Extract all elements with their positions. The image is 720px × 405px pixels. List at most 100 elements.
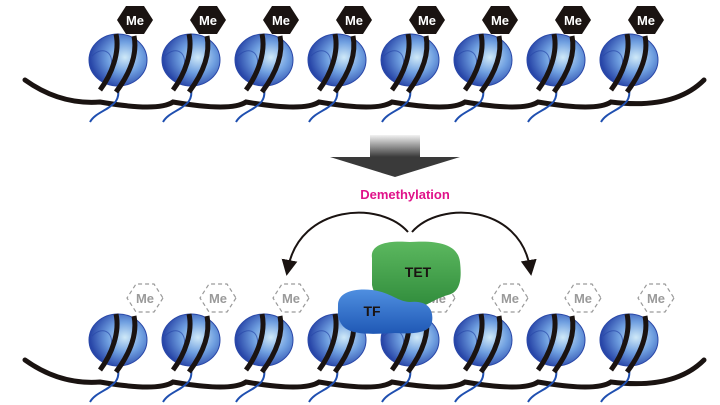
histone-tail: [308, 87, 339, 123]
nucleosome: [161, 33, 221, 123]
dna-wrap: [624, 35, 649, 94]
dna-wrap: [462, 33, 485, 92]
methyl-mark: Me: [117, 6, 153, 34]
dna-wrap: [535, 33, 558, 92]
hexagon-icon: [117, 6, 153, 34]
dna-wrap: [316, 313, 339, 372]
dna-wrap: [97, 313, 120, 372]
tet-enzyme: [371, 241, 461, 311]
dna-wrap: [608, 33, 631, 92]
transition-arrow: [330, 135, 460, 177]
nucleosome: [453, 33, 513, 123]
removed-methyl-mark: Me: [199, 283, 237, 313]
dna-wrap: [186, 35, 211, 94]
histone-tail: [454, 87, 485, 123]
demethylation-label: Demethylation: [360, 187, 450, 202]
histone-tail: [89, 367, 120, 403]
down-arrow-icon: [330, 157, 460, 177]
methyl-label: Me: [564, 13, 582, 28]
removed-methyl-label: Me: [282, 291, 300, 306]
nucleosome: [526, 33, 586, 123]
methyl-mark: Me: [190, 6, 226, 34]
dna-wrap: [316, 33, 339, 92]
hexagon-icon: [190, 6, 226, 34]
nucleosome: [161, 313, 221, 403]
methyl-mark: Me: [482, 6, 518, 34]
dashed-hexagon-icon: [199, 283, 237, 313]
removed-methyl-mark: Me: [564, 283, 602, 313]
tf-shape: [337, 289, 433, 334]
dna-wrap: [478, 315, 503, 374]
hexagon-icon: [336, 6, 372, 34]
dna-wrap: [551, 35, 576, 94]
dashed-hexagon-icon: [637, 283, 675, 313]
methyl-mark: Me: [555, 6, 591, 34]
methyl-mark: Me: [336, 6, 372, 34]
nucleosome: [453, 313, 513, 403]
histone-tail: [600, 367, 631, 403]
dna-wrap: [186, 315, 211, 374]
left-curved-arrow: [281, 211, 409, 276]
dna-wrap: [405, 35, 430, 94]
removed-methyl-mark: Me: [272, 283, 310, 313]
demethylation-arrows: [281, 211, 537, 276]
nucleosome: [234, 313, 294, 403]
removed-methyl-label: Me: [136, 291, 154, 306]
histone-tail: [235, 367, 266, 403]
dna-linker: [22, 77, 707, 110]
dna-wrap: [535, 313, 558, 372]
tf-label: TF: [363, 303, 381, 319]
histone-tail: [454, 367, 485, 403]
hexagon-icon: [555, 6, 591, 34]
right-curved-arrow: [411, 211, 537, 276]
histone-tail: [527, 367, 558, 403]
nucleosome: [526, 313, 586, 403]
nucleosome: [307, 33, 367, 123]
methyl-label: Me: [491, 13, 509, 28]
nucleosome: [88, 313, 148, 403]
methyl-mark: Me: [409, 6, 445, 34]
tet-shape: [371, 241, 461, 311]
dna-wrap: [478, 35, 503, 94]
histone-tail: [600, 87, 631, 123]
nucleosome: [88, 33, 148, 123]
hexagon-icon: [263, 6, 299, 34]
hexagon-icon: [409, 6, 445, 34]
removed-methyl-mark: Me: [491, 283, 529, 313]
nucleosome: [234, 33, 294, 123]
nucleosome: [599, 33, 659, 123]
dna-wrap: [462, 313, 485, 372]
dna-wrap: [332, 35, 357, 94]
removed-methyl-mark: Me: [637, 283, 675, 313]
dna-wrap: [259, 315, 284, 374]
nucleosome: [380, 33, 440, 123]
arrow-shaft: [370, 135, 420, 157]
removed-methyl-label: Me: [647, 291, 665, 306]
histone-tail: [381, 87, 412, 123]
methyl-label: Me: [418, 13, 436, 28]
dna-wrap: [243, 313, 266, 372]
hexagon-icon: [482, 6, 518, 34]
dna-wrap: [624, 315, 649, 374]
methyl-mark: Me: [263, 6, 299, 34]
histone-tail: [235, 87, 266, 123]
histone-tail: [308, 367, 339, 403]
tf-factor: [337, 289, 433, 334]
dashed-hexagon-icon: [564, 283, 602, 313]
methyl-label: Me: [272, 13, 290, 28]
nucleosome: [599, 313, 659, 403]
removed-methyl-label: Me: [501, 291, 519, 306]
methyl-label: Me: [199, 13, 217, 28]
dna-linker: [22, 357, 707, 390]
histone-tail: [527, 87, 558, 123]
dna-wrap: [389, 33, 412, 92]
dna-wrap: [259, 35, 284, 94]
top-chromatin-row: Me Me Me Me Me Me Me Me: [22, 6, 707, 123]
dna-wrap: [608, 313, 631, 372]
dna-wrap: [113, 35, 138, 94]
histone-tail: [162, 367, 193, 403]
methyl-mark: Me: [628, 6, 664, 34]
dna-wrap: [170, 33, 193, 92]
methyl-label: Me: [126, 13, 144, 28]
